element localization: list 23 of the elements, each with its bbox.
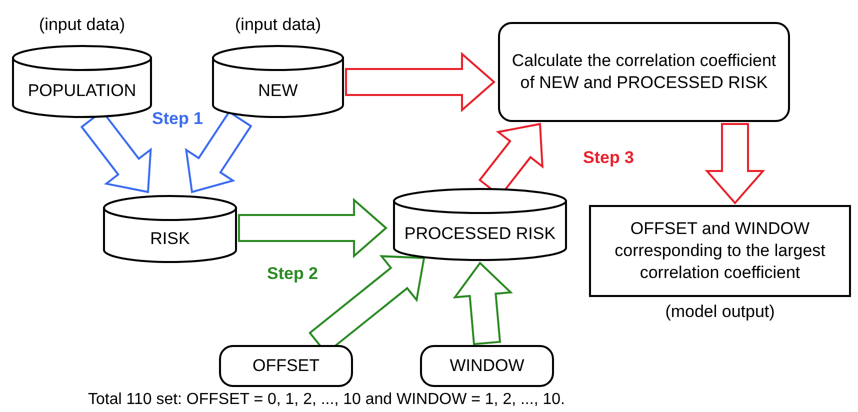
block-arrow — [345, 52, 496, 112]
node-label: Calculate the correlation coefficient of NEW and PROCESSED RISK — [510, 50, 778, 94]
node-label: WINDOW — [448, 354, 526, 377]
block-arrow — [238, 198, 388, 258]
step-label: Step 2 — [267, 263, 318, 285]
footnote: Total 110 set: OFFSET = 0, 1, 2, ..., 10 and WINDOW = 1, 2, ..., 10. — [88, 390, 565, 410]
node-label: OFFSET — [251, 354, 321, 377]
block-arrow — [704, 123, 766, 205]
block-arrow — [452, 261, 513, 346]
node-label: POPULATION — [26, 80, 138, 102]
process-box — [219, 345, 353, 387]
node-label: OFFSET and WINDOW corresponding to the largest correlation coefficient — [614, 218, 826, 284]
node-note: (model output) — [665, 301, 775, 323]
step-label: Step 3 — [583, 147, 634, 169]
node-label: NEW — [257, 80, 299, 102]
node-note: (input data) — [235, 14, 321, 36]
block-arrow — [184, 110, 252, 194]
node-note: (input data) — [39, 14, 125, 36]
process-box — [498, 22, 790, 122]
node-label: PROCESSED RISK — [403, 223, 557, 246]
node-label: RISK — [149, 228, 191, 250]
process-box — [420, 345, 554, 387]
step-label: Step 1 — [152, 108, 204, 130]
